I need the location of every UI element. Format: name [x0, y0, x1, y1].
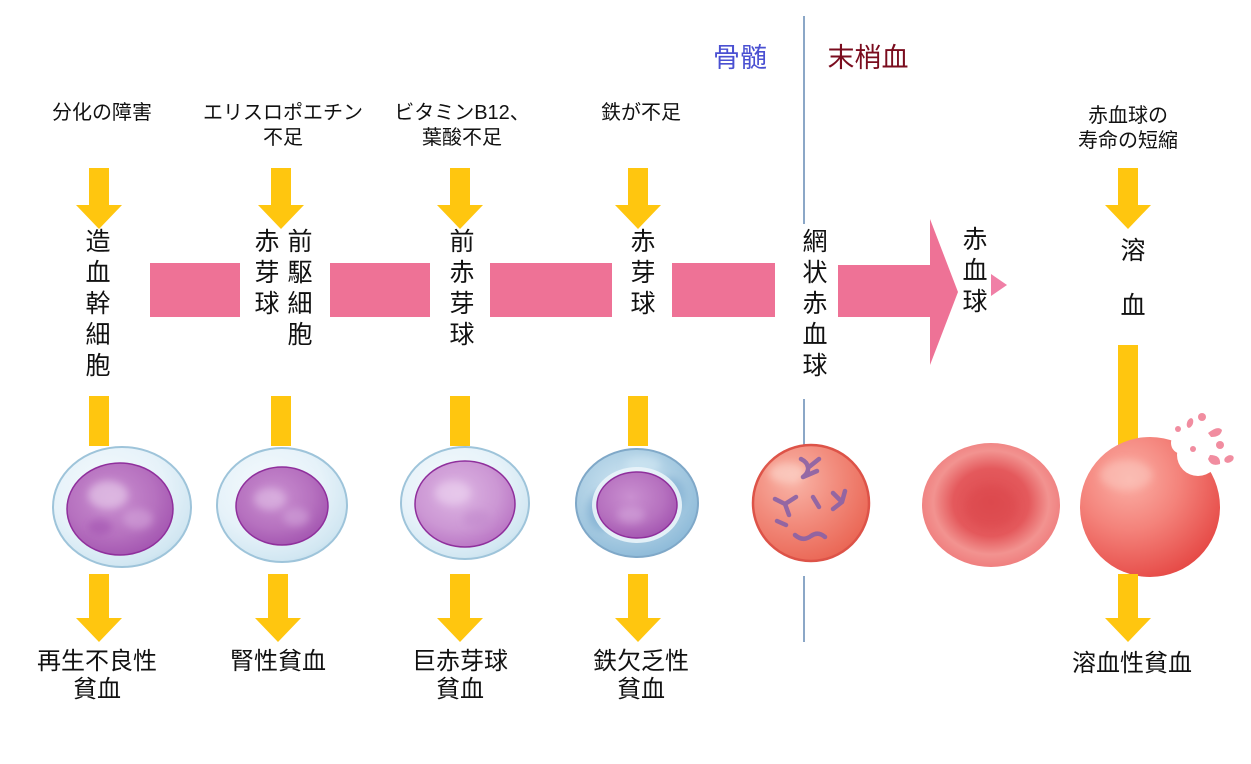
down-arrow-icon: [615, 168, 661, 229]
stage-hemolysis: 溶血: [1117, 237, 1145, 347]
down-arrow-icon: [615, 574, 661, 642]
reticulocyte: [751, 443, 871, 563]
cause-erythropoietin-deficiency: エリスロポエチン 不足: [203, 102, 363, 149]
anemia-iron-deficiency: 鉄欠乏性 貧血: [593, 648, 689, 704]
down-arrow-icon: [1105, 168, 1151, 229]
hemolyzing-red-blood-cell: [1080, 413, 1234, 577]
cause-shortened-rbc-lifespan: 赤血球の 寿命の短縮: [1078, 105, 1178, 152]
connector-line: [450, 396, 470, 446]
anemia-aplastic: 再生不良性 貧血: [37, 648, 157, 704]
stage-proerythroblast: 前赤芽球: [446, 228, 474, 352]
stage-erythroblast: 赤芽球: [627, 228, 655, 321]
red-blood-cell: [922, 443, 1060, 567]
cause-b12-folate-deficiency: ビタミンB12、 葉酸不足: [394, 102, 530, 149]
down-arrow-icon: [258, 168, 304, 229]
down-arrow-icon: [437, 168, 483, 229]
down-arrow-icon: [76, 168, 122, 229]
connector-line: [1118, 345, 1138, 445]
erythroid-progenitor-cell: [216, 447, 348, 563]
down-arrow-icon: [437, 574, 483, 642]
peripheral-blood-label: 末梢血: [827, 43, 909, 73]
anemia-hemolytic: 溶血性貧血: [1072, 650, 1192, 677]
down-arrow-icon: [76, 574, 122, 642]
anemia-megaloblastic: 巨赤芽球 貧血: [412, 648, 508, 704]
erythroblast: [575, 448, 699, 558]
region-divider-line: [803, 576, 805, 642]
connector-line: [628, 396, 648, 446]
connector-line: [89, 396, 109, 446]
down-arrow-icon: [255, 574, 301, 642]
cause-differentiation-disorder: 分化の障害: [52, 102, 152, 124]
flow-bar: [672, 263, 775, 317]
cause-iron-deficiency: 鉄が不足: [601, 102, 681, 124]
proerythroblast: [400, 446, 530, 560]
flow-arrow-shaft: [838, 265, 930, 317]
connector-line: [271, 396, 291, 446]
flow-bar: [330, 263, 430, 317]
hemolysis-droplets: [1175, 413, 1234, 465]
hematopoietic-stem-cell: [52, 446, 192, 568]
flow-arrow-head-icon: [930, 219, 958, 365]
flow-bar: [150, 263, 240, 317]
stage-progenitor-cell: 前駆細胞 赤芽球: [251, 228, 312, 352]
stage-hematopoietic-stem-cell: 造血幹細胞: [82, 228, 110, 383]
down-arrow-icon: [1105, 574, 1151, 642]
region-divider-line: [803, 16, 805, 224]
flow-bar: [490, 263, 612, 317]
bone-marrow-label: 骨髄: [713, 43, 767, 73]
stage-red-blood-cell: 赤血球: [959, 226, 987, 319]
region-divider-line: [803, 399, 805, 446]
flow-mini-arrow-icon: [991, 274, 1007, 296]
stage-reticulocyte: 網状赤血球: [799, 228, 827, 383]
anemia-renal: 腎性貧血: [230, 648, 326, 675]
